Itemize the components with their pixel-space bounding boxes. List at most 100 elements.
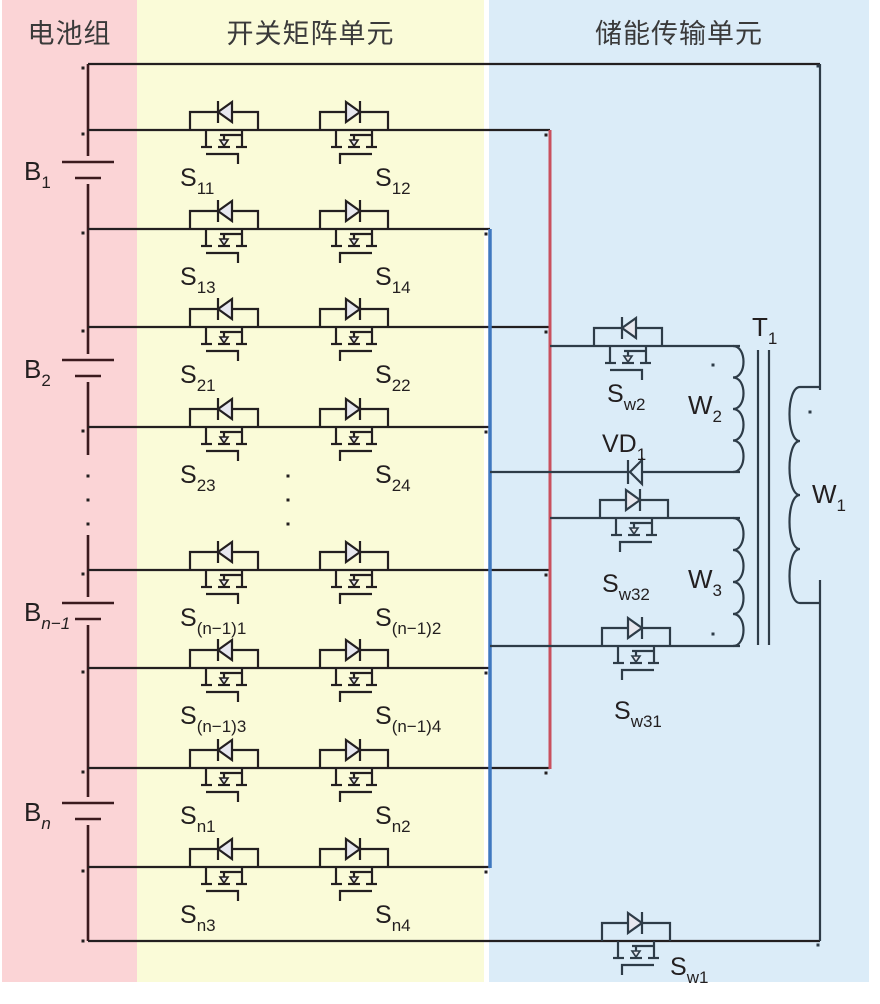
label-base: S	[375, 361, 392, 389]
battery-pack-title: 电池组	[27, 19, 112, 50]
label-subscript: 1	[837, 496, 846, 515]
matrix-row: Sn3 Sn4	[81, 836, 490, 935]
battery-label: B1	[24, 156, 51, 192]
switch-label: S(n−1)1	[180, 604, 246, 638]
label-subscript: 13	[197, 278, 216, 297]
battery-gap	[62, 354, 114, 382]
label-base: S	[375, 164, 392, 192]
mosfet-arrow	[218, 436, 230, 445]
diode-triangle	[344, 296, 362, 322]
battery-cell: Bn	[24, 797, 114, 833]
mosfet-arrow	[218, 238, 230, 247]
mosfet-switch	[188, 737, 260, 802]
sw32-label: Sw32	[602, 570, 650, 604]
diode-triangle	[344, 637, 362, 663]
mosfet-arrow	[628, 527, 640, 536]
label-base: S	[180, 263, 197, 291]
label-subscript: w2	[623, 395, 646, 414]
diode-triangle	[216, 296, 234, 322]
mosfet-lead	[206, 889, 240, 901]
mosfet-lead	[338, 449, 372, 461]
mosfet-arrow	[218, 876, 230, 885]
switch-label: Sn3	[180, 901, 216, 935]
diode-triangle	[344, 539, 362, 565]
mosfet-arrow	[348, 336, 360, 345]
sw2-label: Sw2	[607, 380, 645, 414]
diode-triangle	[216, 198, 234, 224]
mosfet-arrow	[218, 139, 230, 148]
label-base: W	[688, 390, 713, 420]
label-base: S	[375, 802, 392, 830]
mosfet-lead	[206, 592, 240, 604]
label-base: S	[375, 702, 392, 730]
ellipsis-dot	[286, 498, 290, 502]
junction-dot	[544, 771, 548, 775]
junction-dot	[484, 870, 488, 874]
switch-label: S22	[375, 361, 411, 395]
label-base: S	[375, 461, 392, 489]
mosfet-lead	[206, 152, 240, 164]
label-base: S	[375, 604, 392, 632]
label-subscript: w31	[630, 712, 662, 731]
label-subscript: w1	[686, 968, 709, 987]
mosfet-arrow	[218, 777, 230, 786]
vd1-label: VD1	[602, 430, 646, 464]
polarity-dot	[711, 363, 715, 367]
label-subscript: n3	[197, 916, 216, 935]
winding-w3	[732, 516, 745, 648]
mosfet-lead	[338, 690, 372, 702]
mosfet-arrow	[218, 677, 230, 686]
mosfet-arrow	[630, 655, 642, 664]
switch-label: S11	[180, 164, 214, 198]
mosfet-lead	[206, 251, 240, 263]
mosfet-arrow	[348, 677, 360, 686]
battery-label: Bn−1	[24, 597, 70, 633]
label-base: B	[24, 354, 41, 384]
switch-label: S21	[180, 361, 216, 395]
label-subscript: 24	[392, 476, 411, 495]
battery-label: B2	[24, 354, 51, 390]
diode-triangle	[216, 396, 234, 422]
mosfet-arrow	[630, 950, 642, 959]
mosfet-switch	[188, 539, 260, 604]
diode-triangle	[216, 539, 234, 565]
switch-label: Sn4	[375, 901, 411, 935]
mosfet-arrow	[348, 579, 360, 588]
switch-sw1	[600, 910, 672, 975]
label-base: W	[688, 564, 713, 594]
junction-dot	[544, 573, 548, 577]
battery-gap	[62, 597, 114, 625]
mosfet-arrow	[218, 579, 230, 588]
diode-triangle	[624, 487, 642, 513]
switch-label: S12	[375, 164, 411, 198]
mosfet-arrow	[218, 336, 230, 345]
label-subscript: n4	[392, 916, 411, 935]
diode-triangle	[626, 910, 644, 936]
junction-dot	[484, 430, 488, 434]
mosfet-switch	[318, 539, 390, 604]
mosfet-lead	[338, 889, 372, 901]
mosfet-arrow	[348, 436, 360, 445]
label-subscript: w32	[618, 585, 650, 604]
mosfet-switch	[318, 396, 390, 461]
label-base: S	[180, 461, 197, 489]
mosfet-switch	[318, 836, 390, 901]
label-subscript: 11	[197, 179, 215, 198]
junction-dot	[81, 329, 85, 333]
diode-triangle	[344, 99, 362, 125]
junction-dot	[81, 572, 85, 576]
label-subscript: 22	[392, 376, 411, 395]
switch-label: S24	[375, 461, 411, 495]
label-base: S	[180, 702, 197, 730]
label-subscript: 3	[713, 581, 722, 600]
label-subscript: (n−1)1	[197, 619, 247, 638]
w1-label: W1	[812, 479, 846, 515]
diode-triangle	[626, 615, 644, 641]
switch-matrix-title: 开关矩阵单元	[226, 19, 395, 50]
label-subscript: n2	[392, 817, 411, 836]
sw1-label: Sw1	[670, 953, 708, 987]
